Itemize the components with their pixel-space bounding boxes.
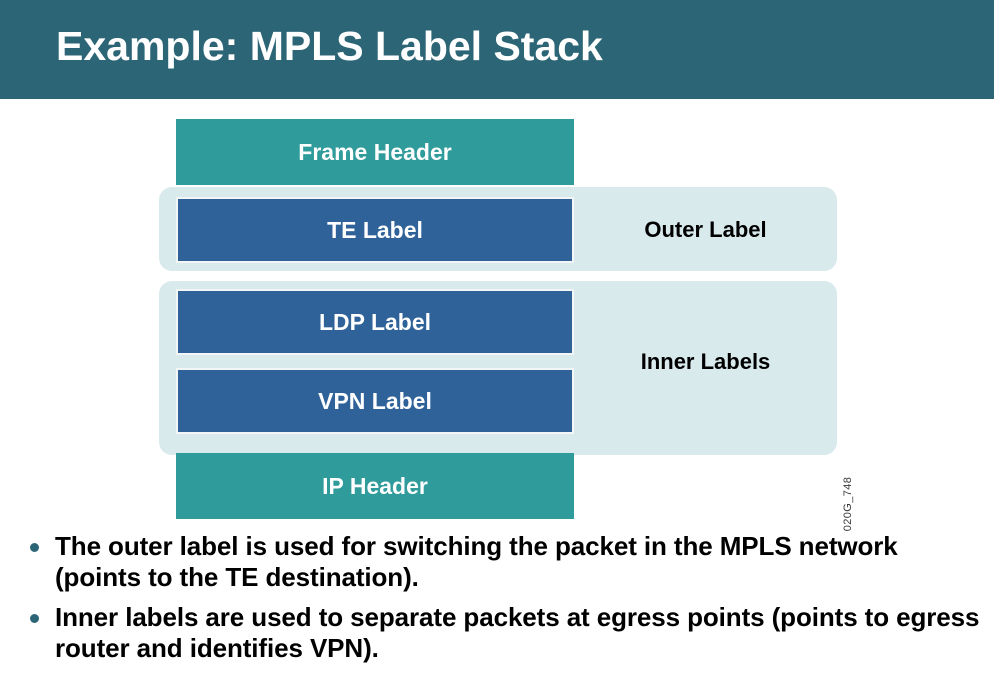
group-label-outer-label: Outer Label xyxy=(578,197,833,263)
stack-block-label: TE Label xyxy=(327,216,423,243)
group-label-inner-labels: Inner Labels xyxy=(578,289,833,434)
stack-block-label: IP Header xyxy=(322,472,428,499)
bullet-dot-icon xyxy=(30,614,39,624)
stack-block-label: Frame Header xyxy=(298,138,452,165)
stack-block-label: LDP Label xyxy=(318,308,432,335)
list-item: Inner labels are used to separate packet… xyxy=(0,602,994,663)
mpls-label-stack-diagram: Frame Header TE Label LDP Label VPN Labe… xyxy=(0,99,994,531)
group-label-text: Outer Label xyxy=(644,217,767,242)
figure-id-label: 020G_748 xyxy=(842,476,854,532)
group-label-text: Inner Labels xyxy=(640,348,771,374)
stack-block-ldp-label[interactable]: LDP Label xyxy=(176,289,574,355)
bullet-list: The outer label is used for switching th… xyxy=(0,531,994,694)
bullet-text: Inner labels are used to separate packet… xyxy=(55,602,980,664)
stack-block-frame-header[interactable]: Frame Header xyxy=(176,119,574,185)
bullet-dot-icon xyxy=(30,543,39,552)
page-title: Example: MPLS Label Stack xyxy=(56,23,603,69)
slide-title-bar: Example: MPLS Label Stack xyxy=(0,0,994,99)
stack-block-ip-header[interactable]: IP Header xyxy=(176,453,574,519)
stack-block-te-label[interactable]: TE Label xyxy=(176,197,574,263)
list-item: The outer label is used for switching th… xyxy=(0,531,994,592)
bullet-text: The outer label is used for switching th… xyxy=(55,531,898,592)
stack-block-vpn-label[interactable]: VPN Label xyxy=(176,368,574,434)
stack-block-label: VPN Label xyxy=(318,387,432,414)
